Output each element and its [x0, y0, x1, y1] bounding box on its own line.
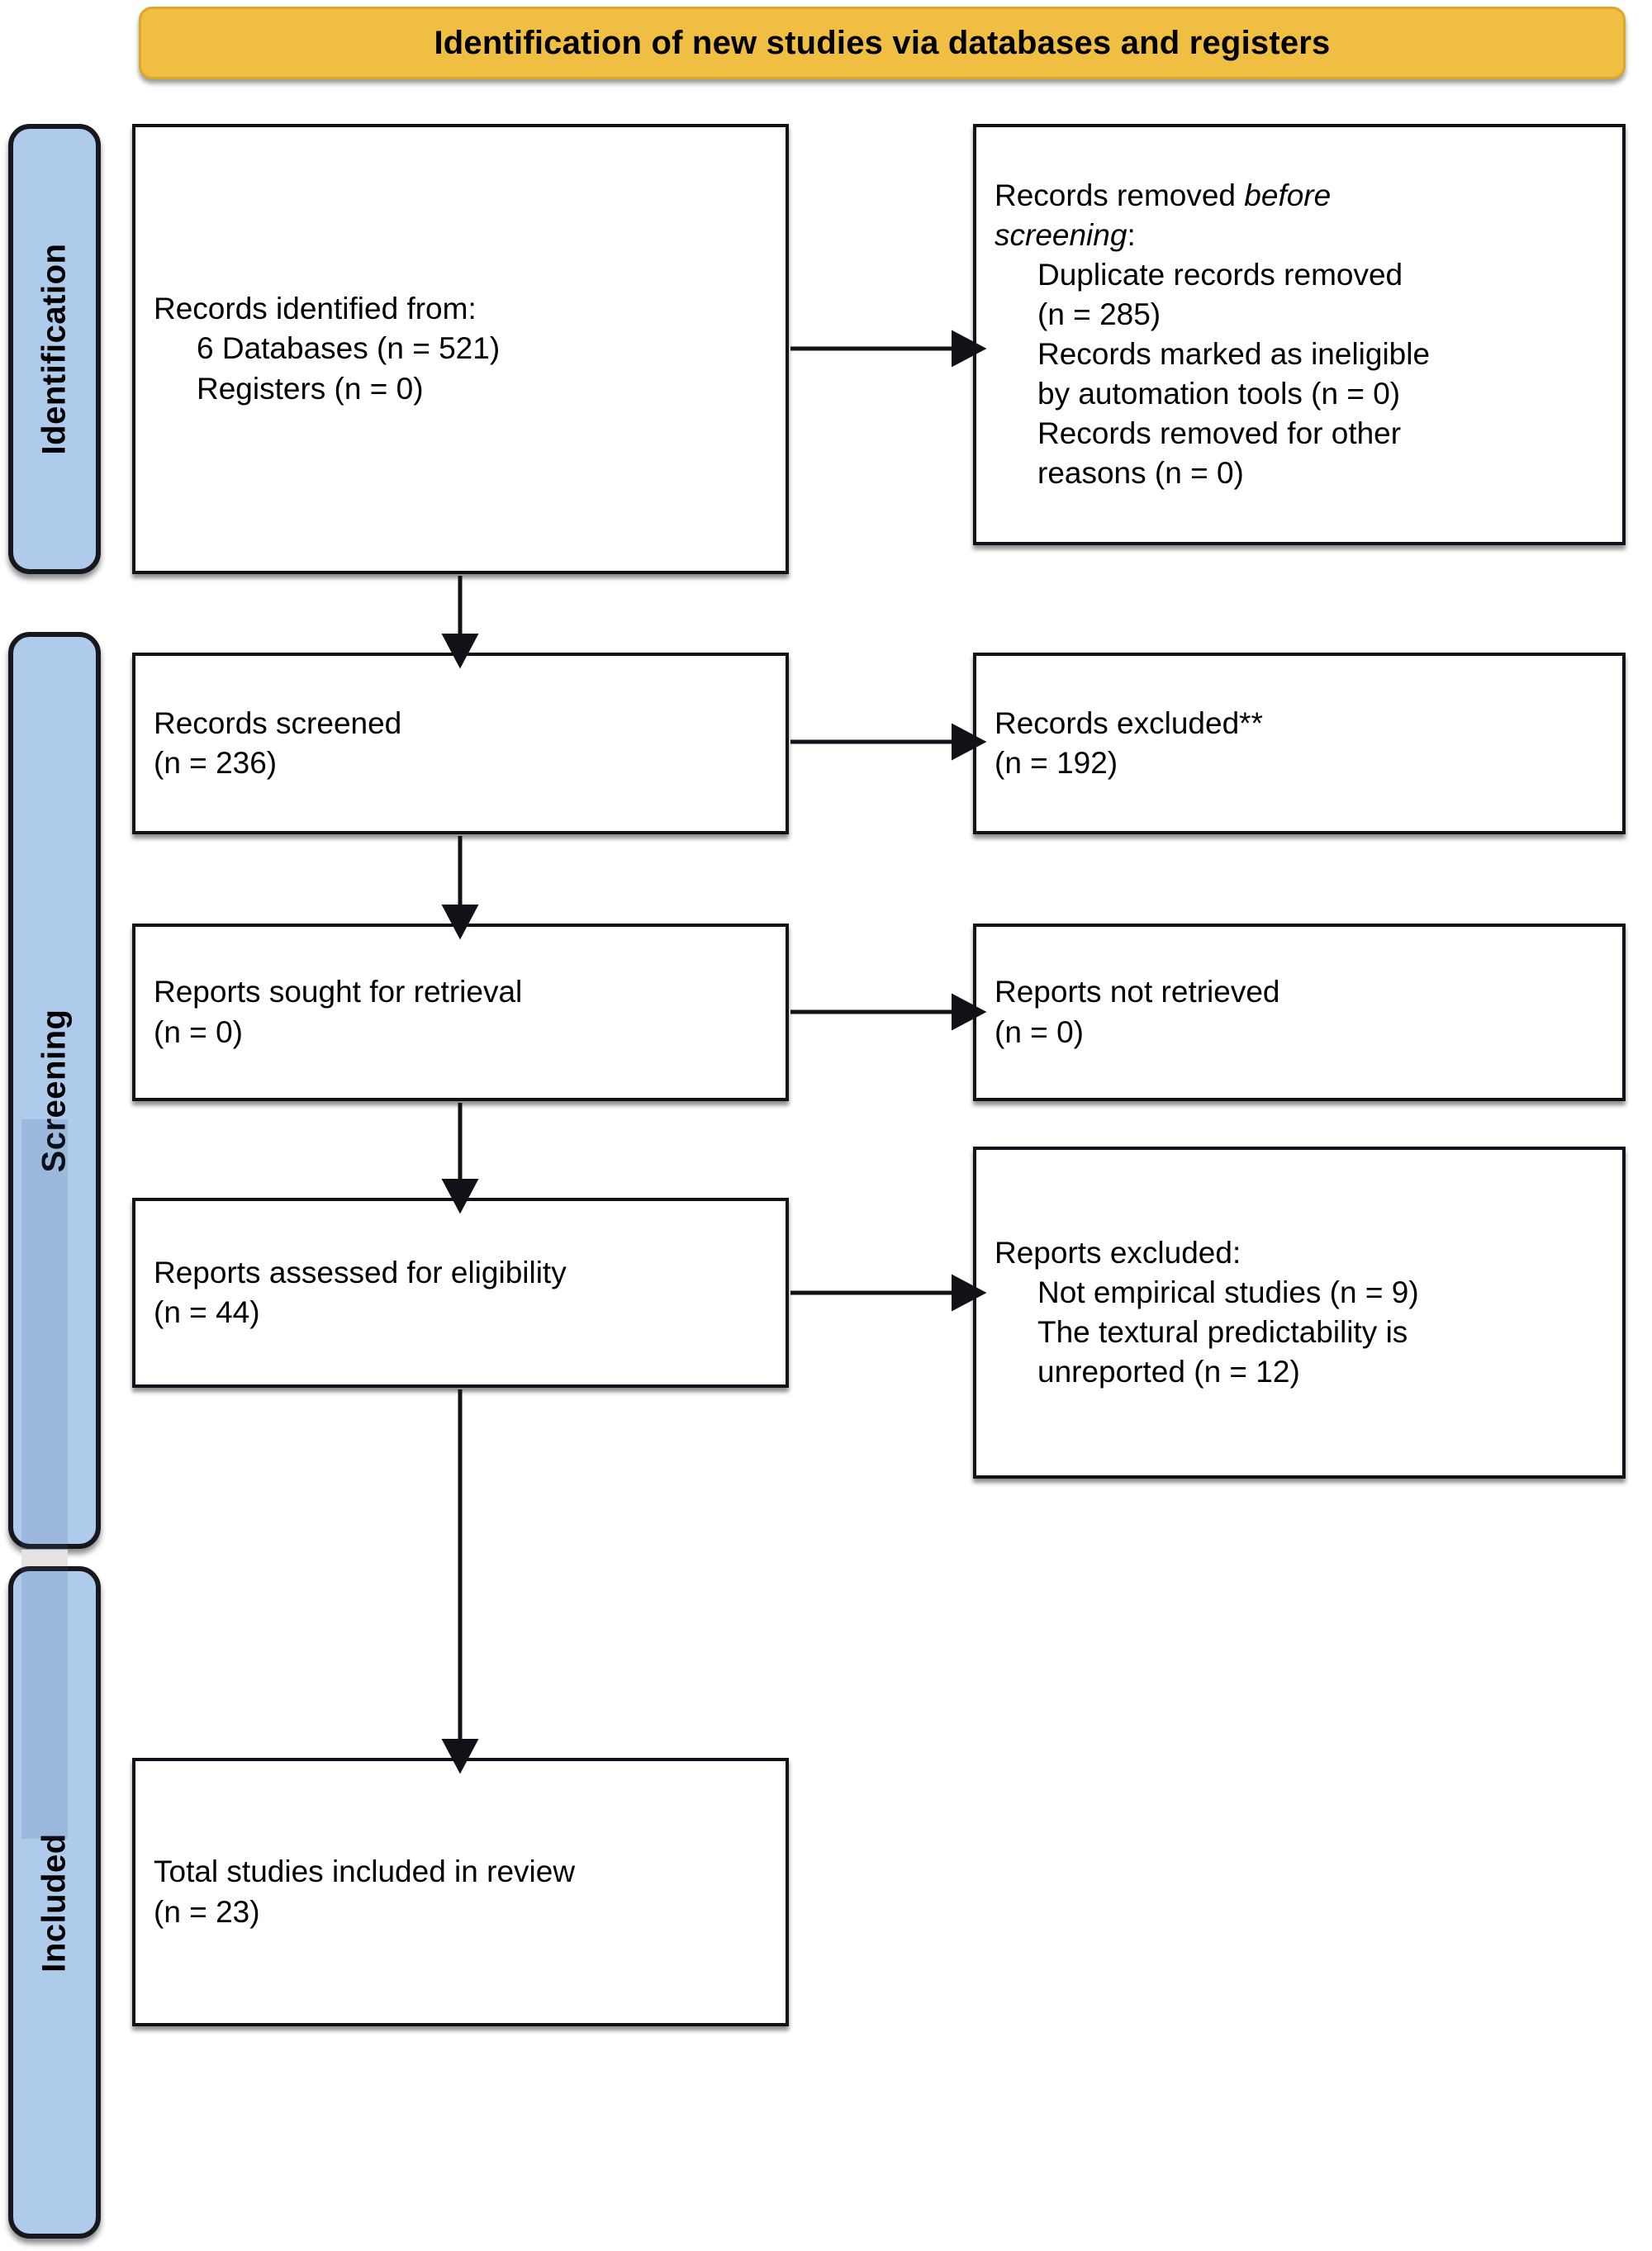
- records-identified-line1: Records identified from:: [154, 292, 477, 326]
- box-reports-assessed-body: Reports assessed for eligibility (n = 44…: [135, 1253, 786, 1332]
- box-total-studies-included: Total studies included in review (n = 23…: [132, 1758, 789, 2026]
- records-identified-databases: 6 Databases (n = 521): [197, 331, 501, 366]
- records-identified-registers: Registers (n = 0): [197, 371, 424, 406]
- stage-bar-gap-shade: [21, 1550, 68, 1566]
- records-removed-heading-part1: Records removed: [995, 178, 1245, 212]
- box-total-studies-included-body: Total studies included in review (n = 23…: [135, 1852, 786, 1931]
- reports-not-retrieved-label: Reports not retrieved: [995, 975, 1280, 1009]
- box-reports-sought-body: Reports sought for retrieval (n = 0): [135, 972, 786, 1052]
- removed-other-reasons-line1: Records removed for other: [1037, 416, 1402, 451]
- records-removed-heading-italic1: before: [1244, 178, 1332, 212]
- removed-other-reasons-line2: reasons (n = 0): [1037, 456, 1244, 491]
- total-studies-included-count: (n = 23): [154, 1894, 260, 1929]
- box-reports-excluded: Reports excluded: Not empirical studies …: [973, 1147, 1626, 1479]
- reports-excluded-unreported-line1: The textural predictability is: [1037, 1315, 1408, 1349]
- reports-excluded-not-empirical: Not empirical studies (n = 9): [1037, 1275, 1419, 1309]
- records-removed-heading-colon: :: [1127, 217, 1136, 252]
- reports-not-retrieved-count: (n = 0): [995, 1014, 1084, 1049]
- stage-label-screening-text: Screening: [36, 1009, 73, 1172]
- records-screened-count: (n = 236): [154, 746, 278, 780]
- records-excluded-count: (n = 192): [995, 746, 1118, 780]
- duplicate-records-removed-count: (n = 285): [1037, 297, 1161, 331]
- stage-label-identification-text: Identification: [36, 243, 73, 455]
- stage-label-included-text: Included: [36, 1832, 73, 1973]
- box-records-removed-body: Records removed before screening: Duplic…: [976, 176, 1622, 494]
- reports-sought-label: Reports sought for retrieval: [154, 975, 523, 1009]
- box-reports-not-retrieved-body: Reports not retrieved (n = 0): [976, 972, 1622, 1052]
- records-excluded-label: Records excluded**: [995, 705, 1263, 740]
- box-records-screened-body: Records screened (n = 236): [135, 704, 786, 783]
- reports-excluded-heading: Reports excluded:: [995, 1235, 1241, 1270]
- duplicate-records-removed-label: Duplicate records removed: [1037, 257, 1403, 292]
- ineligible-automation-line1: Records marked as ineligible: [1037, 337, 1431, 371]
- box-records-identified-body: Records identified from: 6 Databases (n …: [135, 289, 786, 408]
- box-reports-not-retrieved: Reports not retrieved (n = 0): [973, 924, 1626, 1101]
- stage-label-screening: Screening: [8, 632, 101, 1549]
- reports-sought-count: (n = 0): [154, 1014, 243, 1049]
- box-reports-excluded-body: Reports excluded: Not empirical studies …: [976, 1233, 1622, 1392]
- box-reports-sought-for-retrieval: Reports sought for retrieval (n = 0): [132, 924, 789, 1101]
- ineligible-automation-line2: by automation tools (n = 0): [1037, 377, 1401, 411]
- diagram-header-banner: Identification of new studies via databa…: [139, 7, 1626, 79]
- stage-label-identification: Identification: [8, 124, 101, 574]
- box-records-removed-before-screening: Records removed before screening: Duplic…: [973, 124, 1626, 545]
- stage-label-included: Included: [8, 1566, 101, 2239]
- diagram-title: Identification of new studies via databa…: [434, 25, 1331, 61]
- reports-excluded-unreported-line2: unreported (n = 12): [1037, 1355, 1300, 1389]
- box-reports-assessed-for-eligibility: Reports assessed for eligibility (n = 44…: [132, 1198, 789, 1388]
- records-screened-label: Records screened: [154, 705, 402, 740]
- reports-assessed-count: (n = 44): [154, 1295, 260, 1329]
- box-records-identified: Records identified from: 6 Databases (n …: [132, 124, 789, 574]
- records-removed-heading-italic2: screening: [995, 217, 1127, 252]
- box-records-excluded-body: Records excluded** (n = 192): [976, 704, 1622, 783]
- box-records-excluded: Records excluded** (n = 192): [973, 653, 1626, 834]
- total-studies-included-label: Total studies included in review: [154, 1854, 576, 1889]
- box-records-screened: Records screened (n = 236): [132, 653, 789, 834]
- reports-assessed-label: Reports assessed for eligibility: [154, 1255, 567, 1289]
